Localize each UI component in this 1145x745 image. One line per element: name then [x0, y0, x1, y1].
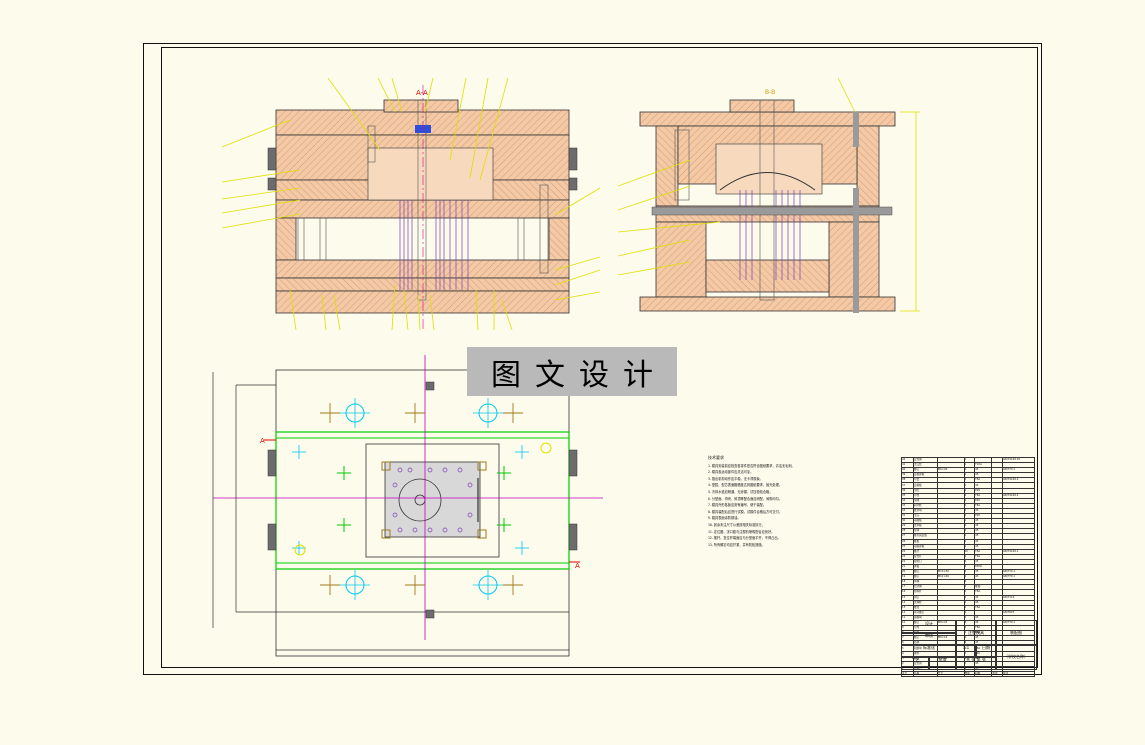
title-school: （学校名称）: [995, 644, 1037, 670]
section-label-aa: A-A: [416, 89, 428, 97]
leader-lines-aa: [221, 77, 601, 331]
plan-view: A A: [212, 355, 603, 657]
title-approve: 批准: [928, 656, 957, 670]
bom-cell: 重量: [991, 670, 1004, 678]
section-view-aa: A-A: [267, 85, 578, 330]
note-line: 13.所有螺钉均应拧紧，并有防松措施。: [708, 542, 765, 547]
note-line: 6.分型面、滑块、斜顶等配合面应研配，间隙均匀。: [708, 496, 782, 501]
note-line: 5.冷却水道应畅通，无渗漏，试压检验合格。: [708, 489, 773, 494]
title-sheet: 共 张 第 张: [955, 656, 997, 670]
title-checker: 审核: [901, 632, 957, 646]
technical-notes: 技术要求 1.模具安装前应检查各零件是否符合图纸要求，清洁无毛刺。 2.模具各运…: [708, 455, 848, 548]
bom-cell: 数量: [963, 670, 976, 678]
section-view-bb: B-B: [639, 89, 920, 313]
note-line: 3.推出机构动作应平稳，无卡滞现象。: [708, 476, 763, 481]
note-line: 9.模具表面涂防锈油。: [708, 516, 741, 521]
outer-border: [143, 43, 1042, 675]
bom-cell: 代号: [936, 670, 965, 678]
section-label-bb: B-B: [765, 89, 775, 96]
notes-title: 技术要求: [708, 455, 724, 460]
bom-cell: 材料: [974, 670, 993, 678]
cut-label-a-right: A: [575, 562, 580, 570]
inner-border: [161, 47, 1038, 668]
note-line: 10.其余未注尺寸公差按相关标准执行。: [708, 522, 765, 527]
bom-cell: 备注: [1002, 670, 1035, 678]
title-scale: 1:1: [955, 644, 977, 658]
title-process: 工艺: [901, 656, 930, 670]
bom-cell: 名称: [912, 670, 938, 678]
note-line: 1.模具安装前应检查各零件是否符合图纸要求，清洁无毛刺。: [708, 463, 795, 468]
title-block: 设计 审核 标准化 工艺 批准 注塑模具 1:1 日期 共 张 第 张 装配图 …: [901, 620, 1037, 670]
title-drawing-name: 装配图: [995, 620, 1037, 646]
cut-label-a-left: A: [260, 437, 265, 445]
note-line: 8.模具装配后应进行试模，试模件合格后方可交付。: [708, 509, 782, 514]
note-line: 7.模具外形各板应刻有编号，便于装配。: [708, 503, 767, 508]
note-line: 4.型腔、型芯表面粗糙度达到图纸要求，抛光处理。: [708, 483, 782, 488]
bom-cell: 序号: [901, 670, 914, 678]
note-line: 11.定位圈、浇口套与注塑机喷嘴配合应良好。: [708, 529, 775, 534]
title-date: 日期: [975, 644, 997, 658]
title-part-name: 注塑模具: [955, 620, 997, 646]
title-designer: 设计: [901, 620, 957, 634]
bom-row: 序号名称代号数量材料重量备注: [901, 670, 1035, 678]
watermark-label: 图文设计: [467, 347, 677, 396]
note-line: 2.模具各运动部件应灵活可靠。: [708, 470, 754, 475]
note-line: 12.推杆、复位杆端面应与分型面平齐，不得凸出。: [708, 536, 781, 541]
leader-lines-bb: [617, 77, 856, 276]
